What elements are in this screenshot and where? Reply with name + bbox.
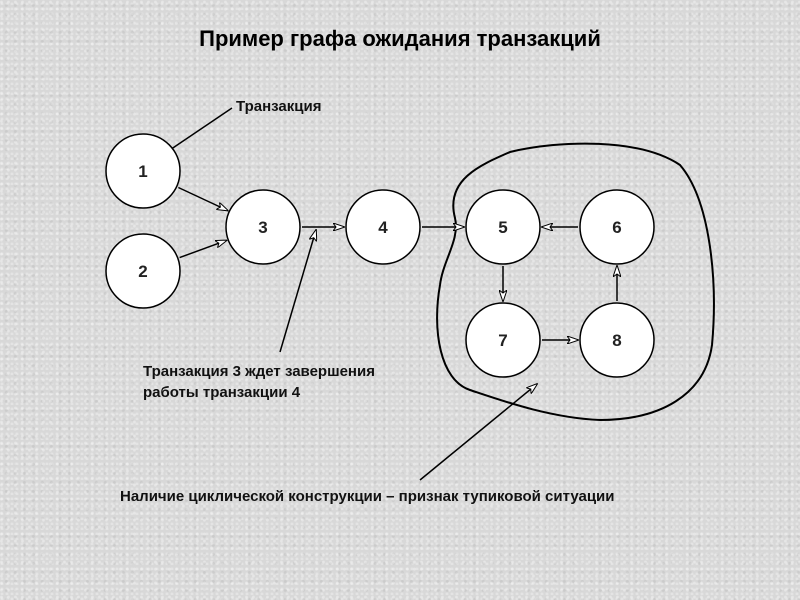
annotation-transaction: Транзакция (236, 98, 322, 115)
annotation-wait: Транзакция 3 ждет завершения работы тран… (143, 361, 443, 403)
pointer-arrow-wait (279, 230, 316, 353)
node-circle-4 (345, 189, 421, 265)
edge-1-to-3 (178, 186, 227, 210)
node-circle-2 (105, 233, 181, 309)
node-circle-7 (465, 302, 541, 378)
diagram-title: Пример графа ожидания транзакций (199, 26, 601, 51)
node-label-4: 4 (378, 218, 388, 237)
node-label-5: 5 (498, 218, 507, 237)
node-4: 4 (345, 189, 421, 265)
node-label-3: 3 (258, 218, 267, 237)
node-circle-8 (579, 302, 655, 378)
node-8: 8 (579, 302, 655, 378)
annotation-cycle: Наличие циклической конструкции – призна… (120, 488, 615, 505)
edge-group (178, 186, 617, 340)
node-circle-1 (105, 133, 181, 209)
node-circle-5 (465, 189, 541, 265)
node-7: 7 (465, 302, 541, 378)
pointer-arrow-cycle (419, 384, 537, 481)
node-6: 6 (579, 189, 655, 265)
node-label-2: 2 (138, 262, 147, 281)
node-circle-3 (225, 189, 301, 265)
node-label-8: 8 (612, 331, 621, 350)
node-label-7: 7 (498, 331, 507, 350)
edge-2-to-3 (179, 240, 227, 259)
cycle-boundary (436, 142, 715, 422)
node-1: 1 (105, 133, 181, 209)
node-label-1: 1 (138, 162, 147, 181)
node-group: 1 2 3 4 5 6 7 8 (105, 133, 655, 378)
annotation-wait-line1: Транзакция 3 ждет завершения (143, 363, 375, 380)
node-5: 5 (465, 189, 541, 265)
node-circle-6 (579, 189, 655, 265)
node-3: 3 (225, 189, 301, 265)
node-label-6: 6 (612, 218, 621, 237)
node-2: 2 (105, 233, 181, 309)
annotation-wait-line2: работы транзакции 4 (143, 384, 301, 401)
